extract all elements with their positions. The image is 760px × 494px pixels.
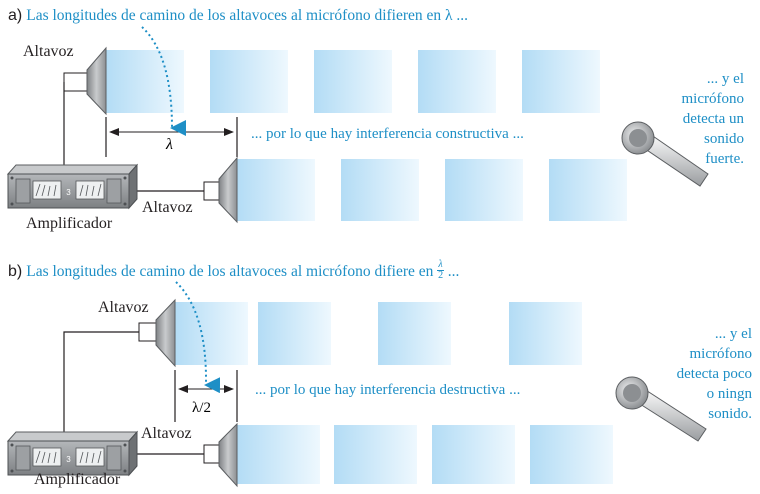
mic-text-line: detecta poco bbox=[676, 366, 752, 382]
dimension-label-lambda: λ bbox=[166, 136, 173, 153]
dimension-label-half-lambda: λ/2 bbox=[192, 400, 211, 416]
speaker-icon bbox=[63, 46, 107, 116]
speaker-icon bbox=[203, 156, 238, 224]
panel-a-caption: a) Las longitudes de camino de los altav… bbox=[8, 8, 468, 24]
panel-b-caption-text: Las longitudes de camino de los altavoce… bbox=[26, 263, 434, 281]
speaker-bottom-label: Altavoz bbox=[142, 199, 193, 216]
speaker-icon bbox=[138, 298, 176, 368]
amplifier-digit: 3 bbox=[66, 455, 71, 464]
microphone-icon bbox=[621, 121, 709, 187]
mic-text-line: detecta un bbox=[682, 111, 744, 127]
mic-text-line: sonido bbox=[703, 131, 744, 147]
amplifier-digit: 3 bbox=[66, 188, 71, 197]
fraction-numerator: λ bbox=[437, 259, 444, 271]
speaker-top-label: Altavoz bbox=[98, 299, 149, 316]
panel-a: 3 bbox=[6, 26, 709, 224]
panel-b-caption-end: ... bbox=[447, 263, 460, 281]
amplifier-label: Amplificador bbox=[34, 471, 121, 488]
panel-b-caption: b) Las longitudes de camino de los altav… bbox=[8, 259, 460, 283]
mic-text-line: ... y el bbox=[706, 71, 744, 87]
mic-text-line: micrófono bbox=[689, 346, 752, 362]
microphone-icon bbox=[615, 376, 707, 442]
speaker-bottom-label: Altavoz bbox=[141, 425, 192, 442]
mic-text-line: ... y el bbox=[714, 326, 752, 342]
panel-a-caption-text: Las longitudes de camino de los altavoce… bbox=[26, 7, 469, 24]
panel-b-middle-text: ... por lo que hay interferencia destruc… bbox=[255, 382, 521, 398]
mic-text-line: micrófono bbox=[681, 91, 744, 107]
mic-text-line: o ningn bbox=[706, 386, 752, 402]
bottom-speaker-wavefronts bbox=[237, 159, 627, 221]
mic-text-line: fuerte. bbox=[705, 151, 744, 167]
speaker-top-label: Altavoz bbox=[23, 43, 74, 60]
fraction-denominator: 2 bbox=[438, 270, 444, 281]
pointer-arrow bbox=[175, 281, 221, 394]
top-speaker-wavefronts bbox=[175, 302, 582, 365]
bottom-speaker-wavefronts bbox=[237, 425, 613, 484]
top-speaker-wavefronts bbox=[106, 50, 600, 113]
mic-text-line: sonido. bbox=[708, 406, 752, 422]
panel-b-mic-text: ... y el micrófono detecta poco o ningn … bbox=[652, 324, 752, 424]
panel-a-middle-text: ... por lo que hay interferencia constru… bbox=[251, 126, 524, 142]
panel-b: 3 bbox=[6, 281, 707, 488]
amplifier-icon: 3 bbox=[6, 430, 139, 477]
amplifier-label: Amplificador bbox=[26, 215, 113, 232]
panel-b-letter: b) bbox=[8, 263, 23, 281]
amplifier-icon: 3 bbox=[6, 163, 139, 210]
speaker-icon bbox=[203, 422, 238, 488]
pointer-arrow bbox=[141, 26, 187, 136]
panel-a-letter: a) bbox=[8, 7, 23, 24]
panel-a-mic-text: ... y el micrófono detecta un sonido fue… bbox=[656, 69, 744, 169]
